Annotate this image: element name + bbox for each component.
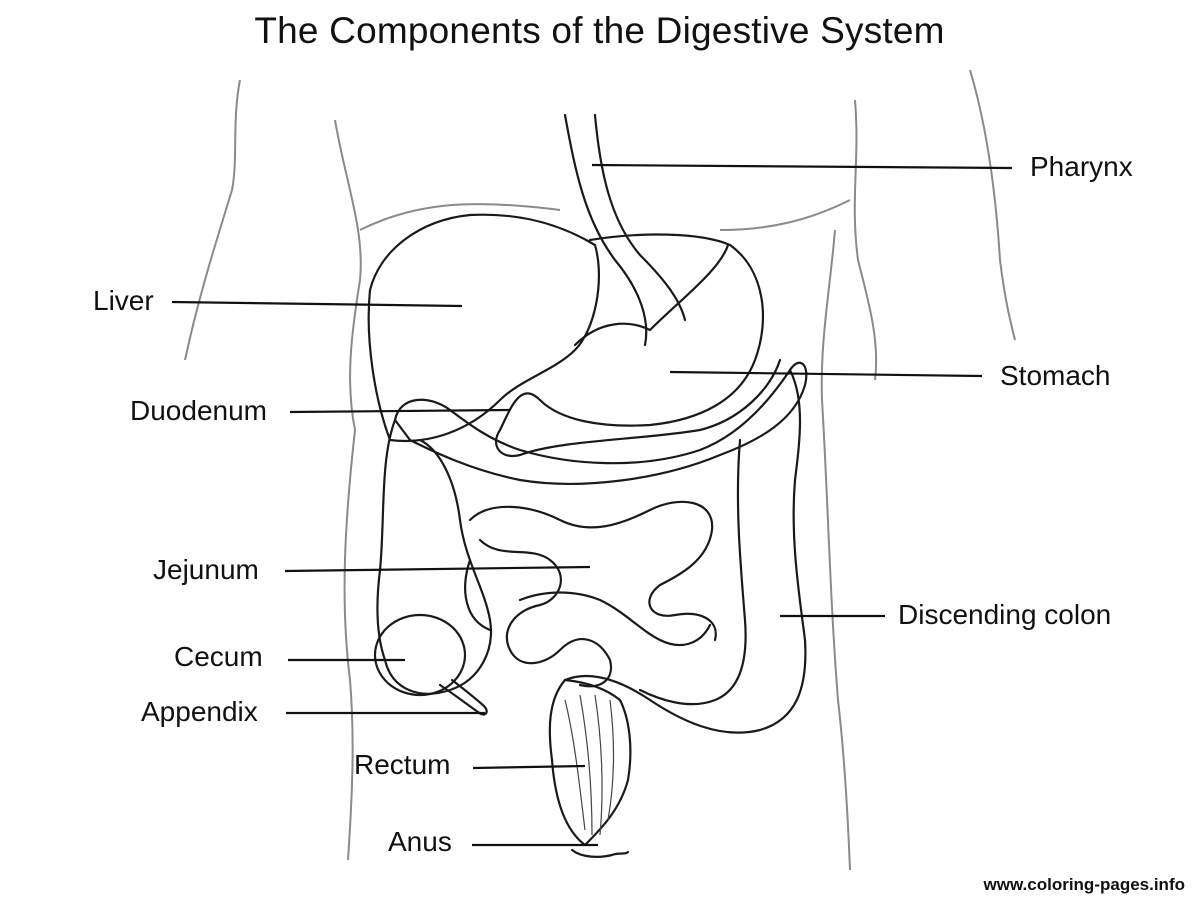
label-anus: Anus (388, 826, 452, 857)
label-pharynx: Pharynx (1030, 151, 1133, 182)
appendix-shape (438, 678, 488, 716)
label-duodenum: Duodenum (130, 395, 267, 426)
stomach-shape (495, 233, 782, 458)
label-appendix: Appendix (141, 696, 258, 727)
anus-shape (570, 848, 630, 858)
cecum-shape (373, 613, 467, 697)
leader-liver (171, 300, 463, 308)
watermark: www.coloring-pages.info (983, 875, 1186, 894)
label-stomach: Stomach (1000, 360, 1111, 391)
esophagus (563, 113, 687, 347)
label-liver: Liver (93, 285, 154, 316)
torso-outline (184, 69, 1016, 871)
descending-colon-inner (638, 438, 747, 706)
diagram-title: The Components of the Digestive System (254, 10, 945, 51)
label-cecum: Cecum (174, 641, 263, 672)
label-jejunum: Jejunum (153, 554, 259, 585)
stomach-inner (573, 243, 730, 347)
liver-shape (367, 213, 601, 442)
leader-pharynx (591, 163, 1013, 170)
label-discending-colon: Discending colon (898, 599, 1112, 630)
rectum-striations (564, 694, 615, 836)
leader-lines (171, 163, 1013, 847)
ascending-colon (376, 418, 493, 695)
leader-stomach (669, 370, 983, 378)
small-intestine (464, 500, 717, 688)
descending-colon (563, 368, 807, 734)
leader-jejunum (284, 565, 591, 573)
leader-rectum (472, 764, 586, 770)
leader-duodenum (289, 408, 511, 414)
rectum-shape (548, 678, 632, 847)
label-rectum: Rectum (354, 749, 451, 780)
